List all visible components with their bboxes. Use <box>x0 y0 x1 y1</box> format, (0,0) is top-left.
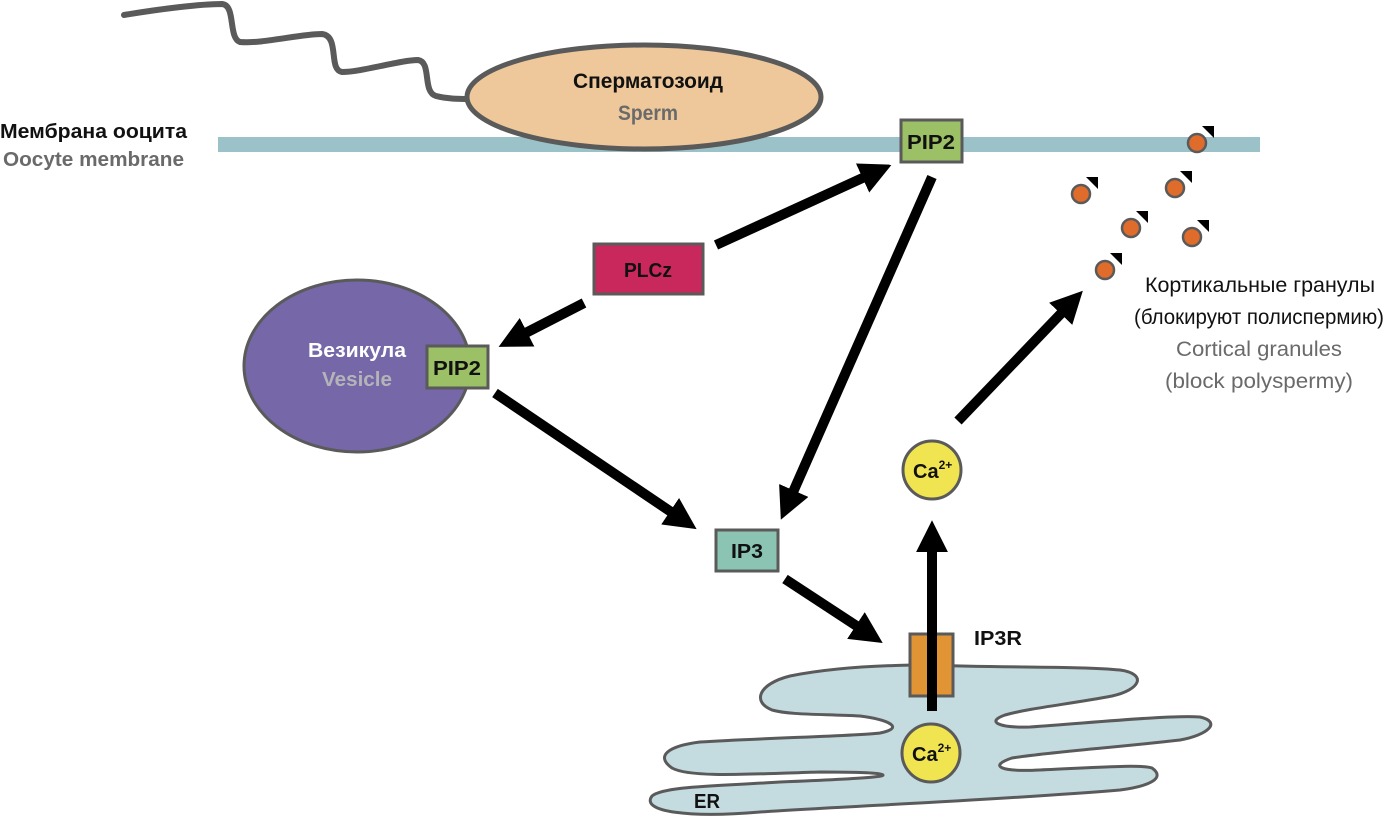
arrow-ip3-to-ip3r <box>782 574 883 644</box>
cortical-granule <box>1164 171 1192 199</box>
granule-body <box>1164 177 1186 199</box>
cortical-granules <box>1070 126 1214 281</box>
granule-body <box>1120 217 1142 239</box>
membrane-label-en: Oocyte membrane <box>3 149 184 171</box>
granule-marker-icon <box>1197 220 1209 232</box>
ca-cytosol-label: Ca2+ <box>913 458 952 483</box>
membrane-label-ru: Мембрана ооцита <box>0 121 188 143</box>
ca-er-ion <box>900 722 962 784</box>
sperm-head <box>464 42 824 152</box>
pip2-vesicle-box <box>425 344 490 390</box>
ca-er-charge: 2+ <box>938 741 952 755</box>
granule-body <box>1070 183 1092 205</box>
granule-marker-icon <box>1202 126 1214 138</box>
ip3-label: IP3 <box>731 541 763 563</box>
pip2-membrane-label: PIP2 <box>907 132 955 154</box>
granules-label-ru-line1: Кортикальные гранулы <box>1145 274 1375 297</box>
ca-er-symbol: Ca <box>912 744 938 766</box>
granules-label-en-line1: Cortical granules <box>1176 338 1342 361</box>
ip3r-label: IP3R <box>974 628 1023 650</box>
granule-body <box>1094 259 1116 281</box>
arrow-membrane-pip2-to-ip3 <box>779 174 937 520</box>
cortical-granule <box>1120 211 1148 239</box>
sperm-label-ru: Сперматозоид <box>573 70 723 93</box>
pip2-membrane-box <box>899 118 964 164</box>
arrow-vesicle-pip2-to-ip3 <box>492 388 697 530</box>
ca-cytosol-ion <box>901 439 963 501</box>
granules-label-en-line2: (block polyspermy) <box>1165 370 1353 393</box>
oocyte-membrane <box>218 137 1260 152</box>
plcz-box <box>592 242 705 296</box>
granule-marker-icon <box>1180 171 1192 183</box>
ca-cytosol-charge: 2+ <box>939 458 953 472</box>
er-label: ER <box>694 791 721 813</box>
cortical-granule <box>1181 220 1209 248</box>
granules-label-ru-line2: (блокируют полиспермию) <box>1134 306 1384 329</box>
ip3-box <box>714 528 780 573</box>
ca-er-label: Ca2+ <box>912 741 951 766</box>
cortical-granule <box>1094 253 1122 281</box>
vesicle-label-ru: Везикула <box>308 340 407 362</box>
sperm-tail <box>121 0 473 102</box>
vesicle-label-en: Vesicle <box>322 369 392 391</box>
granule-marker-icon <box>1136 211 1148 223</box>
plcz-label: PLCz <box>624 260 672 282</box>
ca-cytosol-symbol: Ca <box>913 461 939 483</box>
cortical-granule <box>1070 177 1098 205</box>
arrow-plcz-to-membrane-pip2 <box>713 163 892 250</box>
arrow-plcz-to-vesicle-pip2 <box>498 298 587 347</box>
granule-marker-icon <box>1086 177 1098 189</box>
granule-body <box>1181 226 1203 248</box>
pip2-vesicle-label: PIP2 <box>433 358 481 380</box>
sperm-label-en: Sperm <box>618 102 678 125</box>
cortical-granule <box>1186 126 1214 154</box>
granule-marker-icon <box>1110 253 1122 265</box>
arrow-ca-to-cortical-granules <box>954 290 1083 425</box>
granule-body <box>1186 132 1208 154</box>
